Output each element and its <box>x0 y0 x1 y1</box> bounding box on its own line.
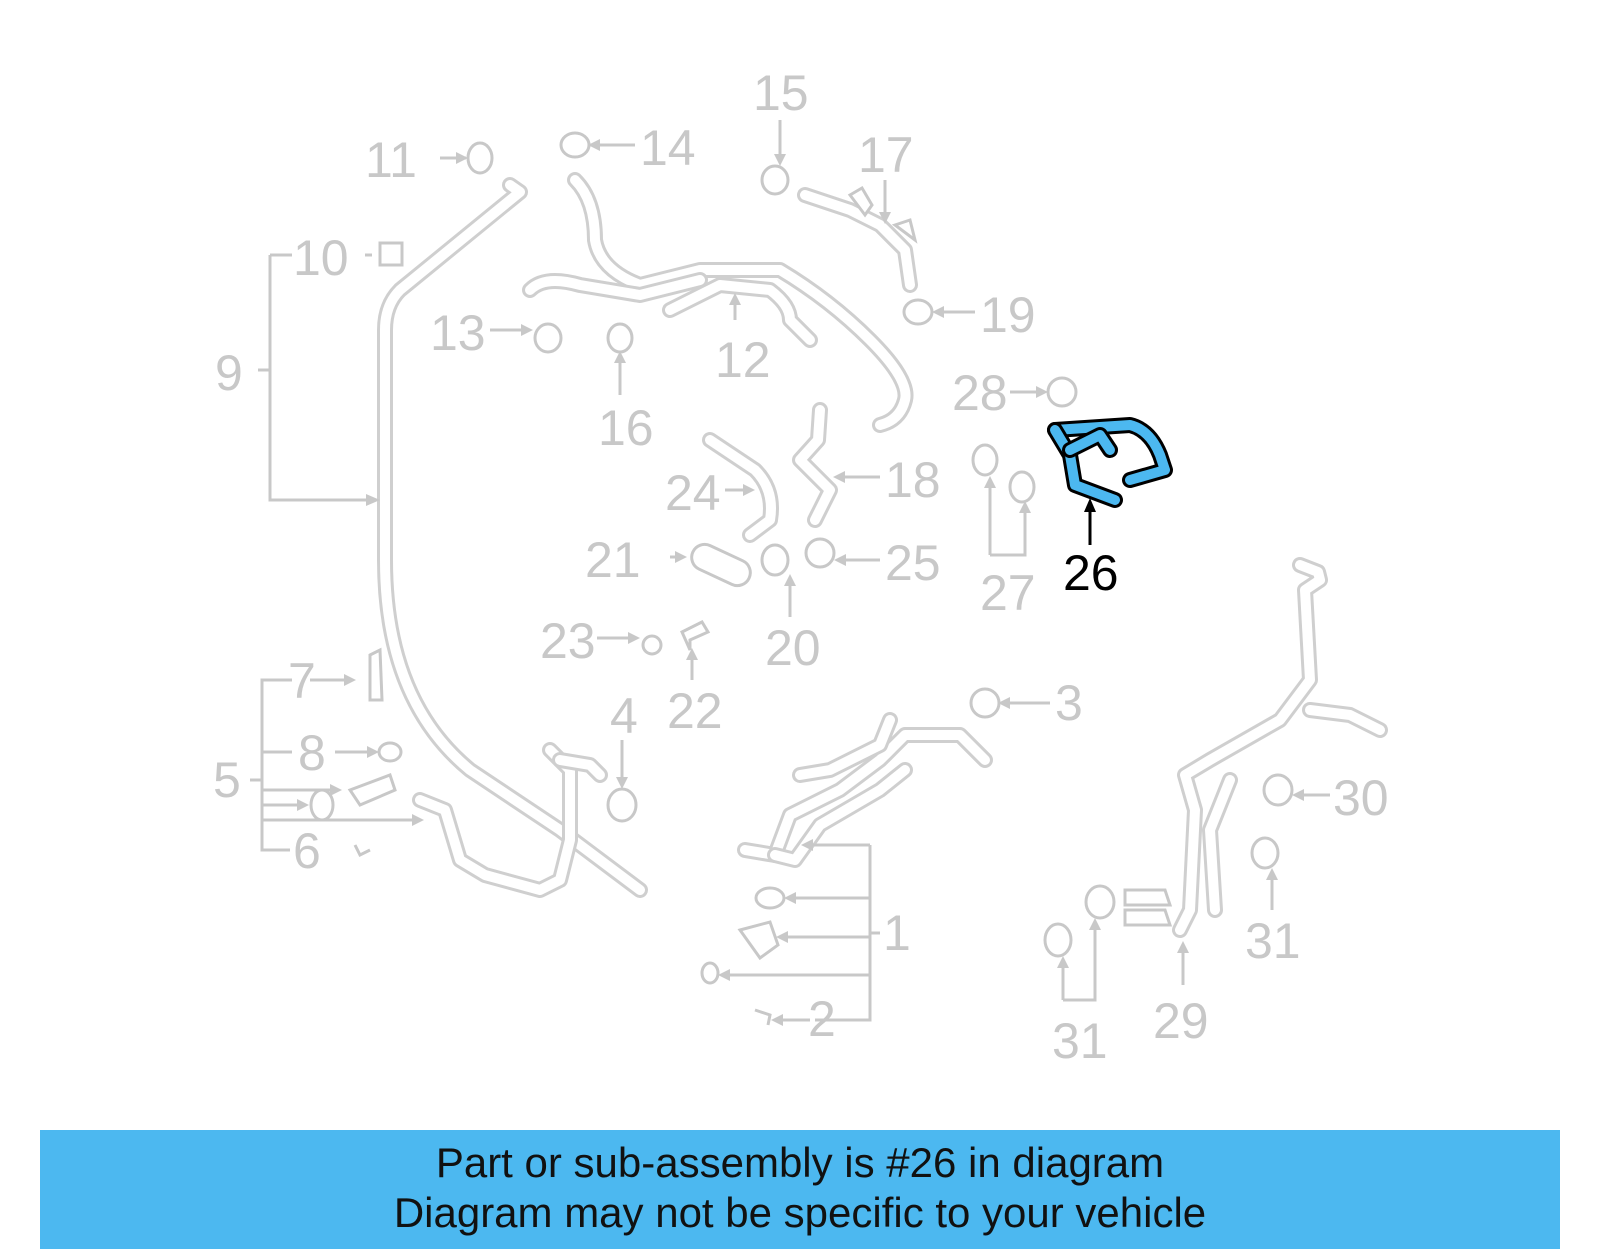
info-banner: Part or sub-assembly is #26 in diagram D… <box>40 1130 1560 1249</box>
callout-1: 1 <box>883 905 911 961</box>
part-9-hose <box>258 177 648 898</box>
callout-17: 17 <box>858 127 914 183</box>
banner-line-disclaimer: Diagram may not be specific to your vehi… <box>393 1189 1207 1236</box>
callout-7: 7 <box>288 653 316 709</box>
callout-3: 3 <box>1055 675 1083 731</box>
callout-22: 22 <box>667 683 723 739</box>
callout-12: 12 <box>715 332 771 388</box>
part-1-hose <box>737 712 993 868</box>
callout-labels: 1 2 3 4 5 6 7 8 9 10 11 12 13 14 15 16 1… <box>213 65 1389 1069</box>
callout-13: 13 <box>430 305 486 361</box>
callout-8: 8 <box>298 725 326 781</box>
part-5-hose <box>412 742 608 898</box>
leader-lines <box>250 120 1330 1026</box>
callout-29: 29 <box>1153 993 1209 1049</box>
callout-2: 2 <box>808 991 836 1047</box>
callout-19: 19 <box>980 287 1036 343</box>
callout-20: 20 <box>765 620 821 676</box>
callout-15: 15 <box>753 65 809 121</box>
callout-16: 16 <box>598 400 654 456</box>
callout-23: 23 <box>540 613 596 669</box>
callout-30: 30 <box>1333 770 1389 826</box>
callout-26: 26 <box>1063 545 1119 601</box>
callout-6: 6 <box>293 823 321 879</box>
callout-31-right: 31 <box>1245 913 1301 969</box>
callout-4: 4 <box>610 688 638 744</box>
part-17-pipe <box>797 185 918 293</box>
callout-18: 18 <box>885 452 941 508</box>
callout-5: 5 <box>213 752 241 808</box>
parts-diagram: 1 2 3 4 5 6 7 8 9 10 11 12 13 14 15 16 1… <box>213 65 1389 1069</box>
callout-9: 9 <box>215 345 243 401</box>
callout-28: 28 <box>952 365 1008 421</box>
callout-11: 11 <box>365 132 417 188</box>
part-29-hose <box>1123 557 1388 938</box>
callout-24: 24 <box>665 465 721 521</box>
part-24-hose <box>702 432 779 543</box>
callout-10: 10 <box>293 230 349 286</box>
part-26-hose-highlighted <box>1047 417 1173 545</box>
banner-line-part-number: Part or sub-assembly is #26 in diagram <box>435 1139 1165 1186</box>
callout-25: 25 <box>885 535 941 591</box>
callout-21: 21 <box>585 532 641 588</box>
callout-14: 14 <box>640 120 696 176</box>
callout-27: 27 <box>980 565 1036 621</box>
callout-31-bottom: 31 <box>1052 1013 1108 1069</box>
part-18-hose <box>792 402 838 528</box>
part-12-hose <box>522 172 914 433</box>
